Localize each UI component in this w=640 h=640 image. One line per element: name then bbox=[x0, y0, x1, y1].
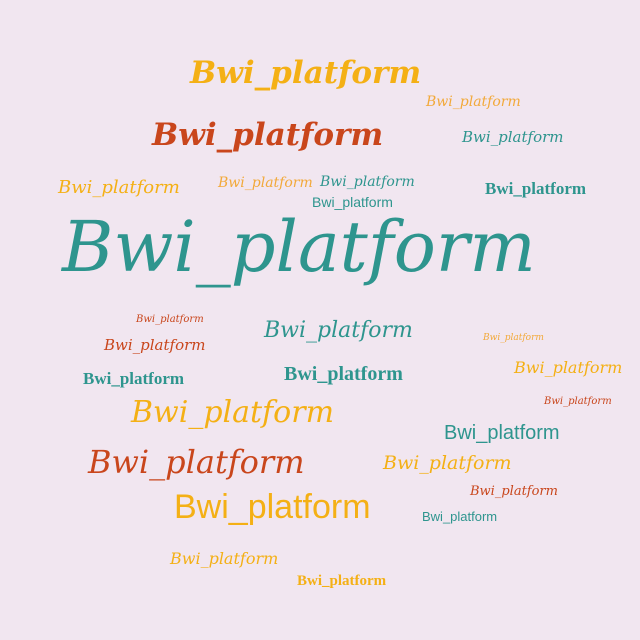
word-4: Bwi_platform bbox=[58, 177, 180, 198]
word-10: Bwi_platform bbox=[136, 314, 204, 325]
word-0: Bwi_platform bbox=[190, 55, 422, 91]
word-19: Bwi_platform bbox=[444, 422, 560, 444]
word-6: Bwi_platform bbox=[320, 174, 415, 190]
word-15: Bwi_platform bbox=[284, 363, 403, 385]
word-7: Bwi_platform bbox=[485, 179, 587, 198]
word-22: Bwi_platform bbox=[174, 488, 371, 526]
word-18: Bwi_platform bbox=[131, 395, 335, 430]
word-16: Bwi_platform bbox=[514, 358, 623, 377]
word-2: Bwi_platform bbox=[152, 117, 384, 153]
word-23: Bwi_platform bbox=[470, 484, 558, 499]
word-20: Bwi_platform bbox=[88, 443, 305, 481]
word-17: Bwi_platform bbox=[544, 396, 612, 407]
word-13: Bwi_platform bbox=[104, 336, 206, 354]
word-25: Bwi_platform bbox=[170, 549, 279, 568]
word-3: Bwi_platform bbox=[462, 128, 564, 146]
word-1: Bwi_platform bbox=[426, 94, 521, 110]
word-14: Bwi_platform bbox=[83, 369, 185, 388]
word-8: Bwi_platform bbox=[312, 194, 393, 210]
word-12: Bwi_platform bbox=[483, 333, 544, 343]
word-26: Bwi_platform bbox=[297, 573, 387, 589]
word-9: Bwi_platform bbox=[62, 206, 536, 288]
word-5: Bwi_platform bbox=[218, 175, 313, 191]
word-21: Bwi_platform bbox=[383, 452, 512, 474]
word-11: Bwi_platform bbox=[264, 318, 413, 343]
word-24: Bwi_platform bbox=[422, 509, 498, 524]
